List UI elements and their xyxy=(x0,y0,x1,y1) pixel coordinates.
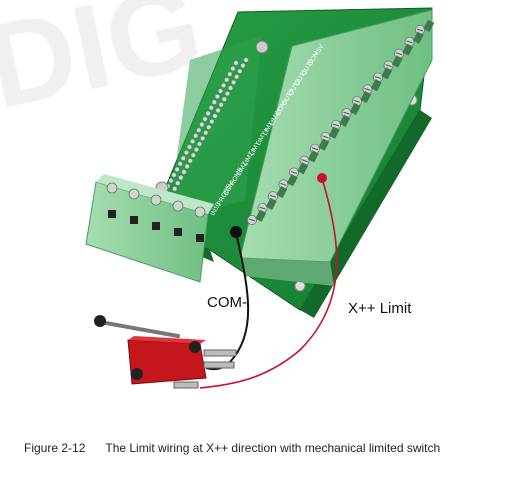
limit-wire-label: X++ Limit xyxy=(348,300,412,317)
figure-number: Figure 2-12 xyxy=(24,441,86,455)
terminal-screw xyxy=(128,188,140,200)
terminal-screw xyxy=(106,182,118,194)
terminal-block-right xyxy=(239,9,435,286)
figure-caption-text: The Limit wiring at X++ direction with m… xyxy=(105,441,441,455)
figure-caption: Figure 2-12 The Limit wiring at X++ direc… xyxy=(24,441,440,455)
breakout-board: +5VCOMOUT0OUT1OUT2OUT3COM-LIMX+LIMX-LIMY… xyxy=(85,7,435,318)
limit-wire xyxy=(199,177,338,389)
terminal-block-left xyxy=(85,174,214,283)
terminal-screw xyxy=(150,194,162,206)
terminal-screw xyxy=(194,206,206,218)
com-wire xyxy=(205,231,250,371)
watermark-text: DIG xyxy=(0,0,213,134)
terminal-screw xyxy=(172,200,184,212)
watermark-logo: DIG xyxy=(0,0,213,134)
com-wire-label: COM- xyxy=(207,294,247,311)
limit-switch xyxy=(94,315,237,389)
